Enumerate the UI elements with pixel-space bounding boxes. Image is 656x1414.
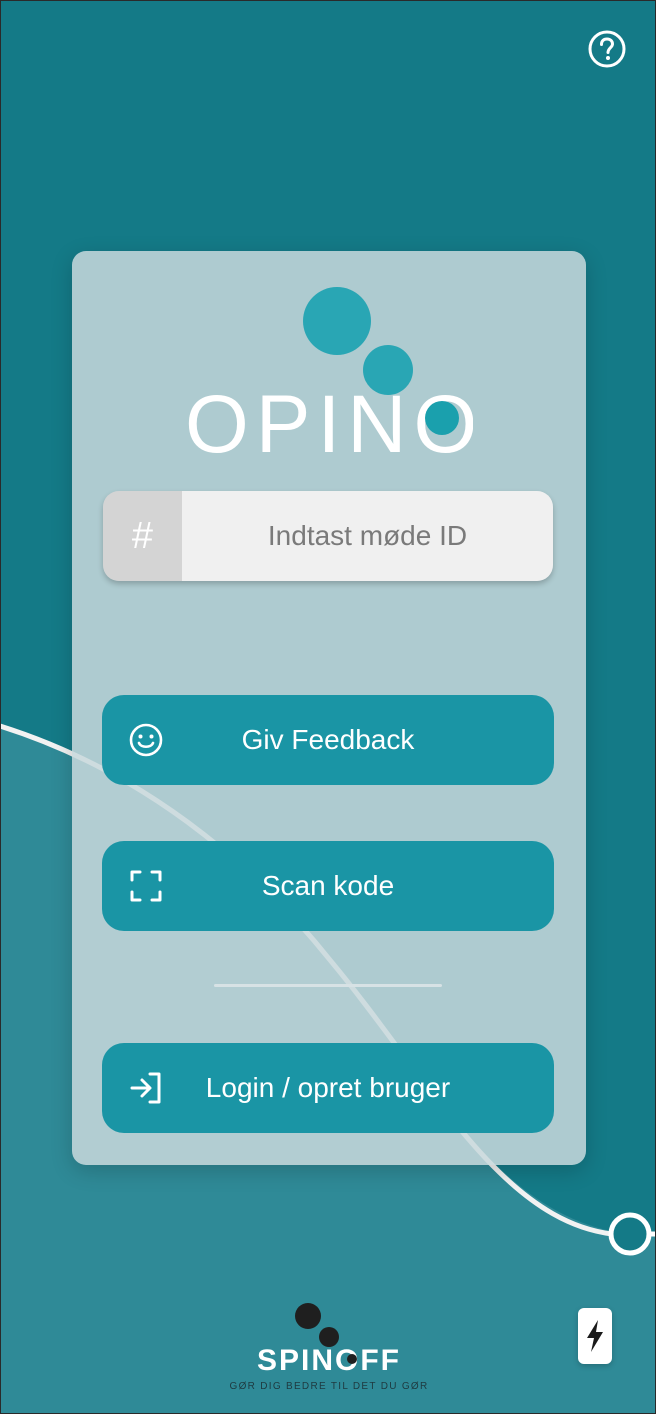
- spinoff-logo: SPINOFF: [257, 1303, 401, 1377]
- give-feedback-label: Giv Feedback: [241, 724, 415, 755]
- login-register-label: Login / opret bruger: [205, 1072, 451, 1103]
- spinoff-brand-text: SPINOFF: [257, 1344, 401, 1377]
- scan-code-label: Scan kode: [261, 870, 395, 901]
- quick-action-button[interactable]: [578, 1308, 612, 1364]
- logo-text: OPINO: [185, 379, 473, 458]
- login-register-button[interactable]: Login / opret bruger: [102, 1043, 554, 1133]
- help-button[interactable]: [586, 28, 628, 70]
- scan-code-button[interactable]: Scan kode: [102, 841, 554, 931]
- opino-logo: OPINO: [185, 287, 473, 458]
- smiley-icon: [126, 720, 166, 760]
- hash-prefix: #: [103, 491, 182, 581]
- section-divider: [214, 984, 442, 987]
- help-circle-icon: [588, 30, 626, 68]
- scan-frame-icon: [126, 866, 166, 906]
- spinoff-tagline: GØR DIG BEDRE TIL DET DU GØR: [229, 1381, 429, 1392]
- lightning-icon: [587, 1320, 603, 1352]
- meeting-id-field: #: [103, 491, 553, 581]
- meeting-id-input[interactable]: [182, 491, 553, 581]
- login-arrow-icon: [126, 1068, 166, 1108]
- give-feedback-button[interactable]: Giv Feedback: [102, 695, 554, 785]
- main-card: OPINO # Giv Feedback Scan kode: [72, 251, 586, 1165]
